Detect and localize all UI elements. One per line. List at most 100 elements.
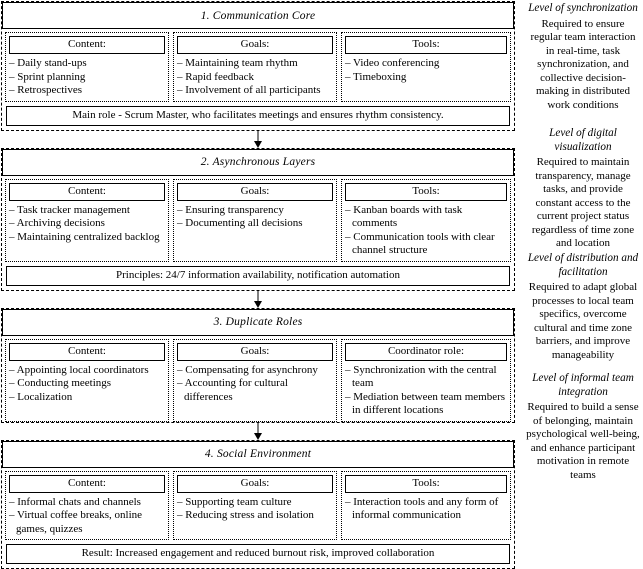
column-item-list: – Interaction tools and any form of info… <box>344 496 508 523</box>
annotation-title: Level of digital visualization <box>525 127 641 154</box>
list-item: – Supporting team culture <box>177 496 333 510</box>
list-item: – Synchronization with the central team <box>345 364 507 391</box>
annotation-text: Required to ensure regular team interact… <box>525 18 641 113</box>
list-item: – Conducting meetings <box>9 377 165 391</box>
list-item: – Informal chats and channels <box>9 496 165 510</box>
column-tools: Tools: – Kanban boards with task comments… <box>341 179 511 262</box>
column-item-list: – Compensating for asynchrony– Accountin… <box>176 364 334 405</box>
column-heading: Content: <box>9 343 165 361</box>
list-item: – Retrospectives <box>9 84 165 98</box>
column-tools: Coordinator role: – Synchronization with … <box>341 339 511 422</box>
connector-arrow-down-icon <box>1 291 515 308</box>
block-title-bar: 4. Social Environment <box>2 441 514 468</box>
arrow-head <box>254 433 262 440</box>
block-columns: Content: – Informal chats and channels– V… <box>2 468 514 541</box>
column-tools: Tools: – Video conferencing– Timeboxing <box>341 32 511 102</box>
connector-arrow-down-icon <box>1 131 515 148</box>
column-heading: Goals: <box>177 36 333 54</box>
column-item-list: – Daily stand-ups– Sprint planning– Retr… <box>8 57 166 98</box>
column-content: Content: – Daily stand-ups– Sprint planni… <box>5 32 169 102</box>
column-goals: Goals: – Supporting team culture– Reducin… <box>173 471 337 541</box>
list-item: – Kanban boards with task comments <box>345 204 507 231</box>
column-tools: Tools: – Interaction tools and any form o… <box>341 471 511 541</box>
block-footer-bar: Result: Increased engagement and reduced… <box>6 544 510 564</box>
arrow-head <box>254 301 262 308</box>
list-item: – Virtual coffee breaks, online games, q… <box>9 509 165 536</box>
block-title: 1. Communication Core <box>201 10 316 22</box>
column-item-list: – Kanban boards with task comments– Comm… <box>344 204 508 258</box>
column-heading: Content: <box>9 475 165 493</box>
column-item-list: – Appointing local coordinators– Conduct… <box>8 364 166 405</box>
annotation-text: Required to maintain transparency, manag… <box>525 156 641 251</box>
list-item: – Sprint planning <box>9 71 165 85</box>
column-goals: Goals: – Ensuring transparency– Documenti… <box>173 179 337 262</box>
list-item: – Video conferencing <box>345 57 507 71</box>
column-content: Content: – Informal chats and channels– V… <box>5 471 169 541</box>
list-item: – Timeboxing <box>345 71 507 85</box>
annotation-title: Level of synchronization <box>528 2 638 16</box>
block-title-bar: 1. Communication Core <box>2 2 514 29</box>
column-item-list: – Synchronization with the central team–… <box>344 364 508 418</box>
list-item: – Task tracker management <box>9 204 165 218</box>
block-columns: Content: – Task tracker management– Archi… <box>2 176 514 262</box>
list-item: – Reducing stress and isolation <box>177 509 333 523</box>
block-columns: Content: – Daily stand-ups– Sprint planni… <box>2 29 514 102</box>
column-heading: Tools: <box>345 36 507 54</box>
column-heading: Goals: <box>177 343 333 361</box>
column-item-list: – Maintaining team rhythm– Rapid feedbac… <box>176 57 334 98</box>
block-title-bar: 3. Duplicate Roles <box>2 309 514 336</box>
list-item: – Appointing local coordinators <box>9 364 165 378</box>
block-title: 2. Asynchronous Layers <box>201 156 316 168</box>
column-heading: Goals: <box>177 183 333 201</box>
annotation-text: Required to adapt global processes to lo… <box>525 281 641 362</box>
arrow-head <box>254 141 262 148</box>
column-item-list: – Supporting team culture– Reducing stre… <box>176 496 334 523</box>
column-heading: Coordinator role: <box>345 343 507 361</box>
list-item: – Rapid feedback <box>177 71 333 85</box>
column-content: Content:– Appointing local coordinators–… <box>5 339 169 422</box>
list-item: – Interaction tools and any form of info… <box>345 496 507 523</box>
column-heading: Tools: <box>345 475 507 493</box>
list-item: – Maintaining centralized backlog <box>9 231 165 245</box>
column-goals: Goals: – Compensating for asynchrony– Acc… <box>173 339 337 422</box>
column-heading: Content: <box>9 36 165 54</box>
column-item-list: – Task tracker management– Archiving dec… <box>8 204 166 245</box>
column-heading: Content: <box>9 183 165 201</box>
column-item-list: – Video conferencing– Timeboxing <box>344 57 508 84</box>
list-item: – Compensating for asynchrony <box>177 364 333 378</box>
list-item: – Localization <box>9 391 165 405</box>
connector-arrow-down-icon <box>1 423 515 440</box>
list-item: – Documenting all decisions <box>177 217 333 231</box>
annotation-title: Level of distribution and facilitation <box>525 252 641 279</box>
list-item: – Accounting for cultural differences <box>177 377 333 404</box>
list-item: – Communication tools with clear channel… <box>345 231 507 258</box>
list-item: – Daily stand-ups <box>9 57 165 71</box>
column-item-list: – Informal chats and channels– Virtual c… <box>8 496 166 537</box>
list-item: – Ensuring transparency <box>177 204 333 218</box>
column-content: Content: – Task tracker management– Archi… <box>5 179 169 262</box>
list-item: – Archiving decisions <box>9 217 165 231</box>
block-columns: Content:– Appointing local coordinators–… <box>2 336 514 422</box>
column-item-list: – Ensuring transparency– Documenting all… <box>176 204 334 231</box>
column-heading: Tools: <box>345 183 507 201</box>
list-item: – Maintaining team rhythm <box>177 57 333 71</box>
annotation-text: Required to build a sense of belonging, … <box>525 401 641 482</box>
block-title-bar: 2. Asynchronous Layers <box>2 149 514 176</box>
block-footer-bar: Principles: 24/7 information availabilit… <box>6 266 510 286</box>
block-title: 4. Social Environment <box>205 448 311 460</box>
list-item: – Involvement of all participants <box>177 84 333 98</box>
column-heading: Goals: <box>177 475 333 493</box>
block-title: 3. Duplicate Roles <box>214 316 303 328</box>
column-goals: Goals: – Maintaining team rhythm– Rapid f… <box>173 32 337 102</box>
block-footer-bar: Main role - Scrum Master, who facilitate… <box>6 106 510 126</box>
